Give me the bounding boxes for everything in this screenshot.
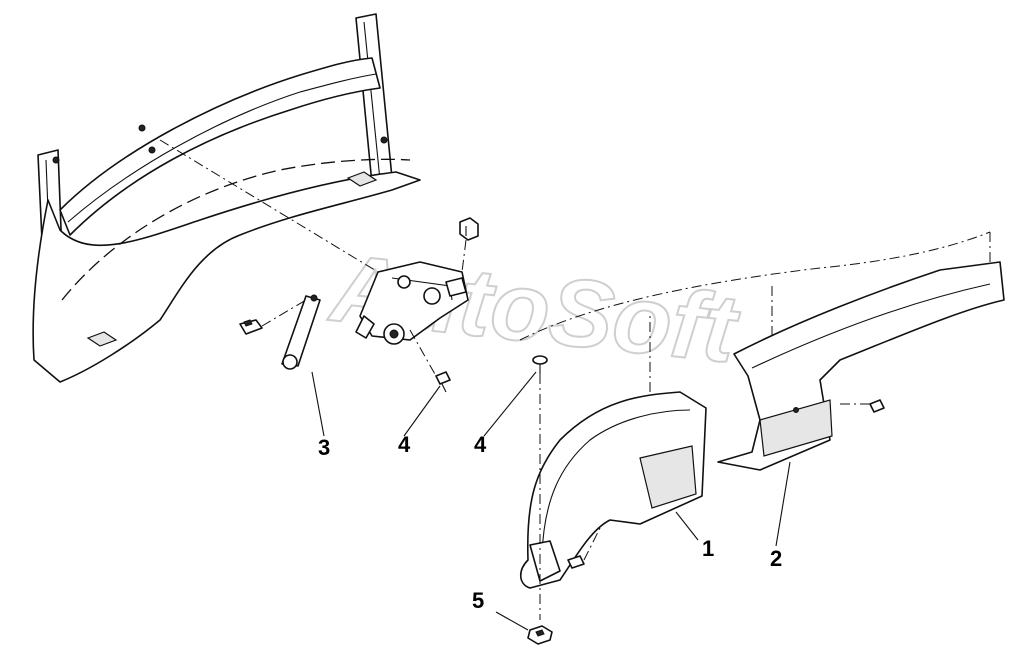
screw-left xyxy=(435,371,451,393)
strut-arm xyxy=(281,294,321,370)
vehicle-front-frame xyxy=(32,13,421,383)
callout-1: 1 xyxy=(702,536,714,561)
clip-left xyxy=(239,319,263,335)
clip-top xyxy=(459,217,479,241)
fender-extension-part-1 xyxy=(519,391,707,589)
callout-2: 2 xyxy=(770,546,782,571)
callout-4-left: 4 xyxy=(398,432,411,457)
callout-5: 5 xyxy=(472,588,484,613)
mounting-bracket-assembly xyxy=(355,261,469,345)
callout-4-center: 4 xyxy=(474,432,487,457)
screw-right xyxy=(869,399,885,413)
assembly-lines xyxy=(159,139,991,620)
screw-center xyxy=(532,355,548,374)
screw-bottom xyxy=(567,555,585,569)
fender-liner-part-2 xyxy=(717,261,1005,471)
callout-pointers xyxy=(311,371,791,631)
clip-bottom-part-5 xyxy=(527,625,553,645)
callout-3: 3 xyxy=(318,435,330,460)
